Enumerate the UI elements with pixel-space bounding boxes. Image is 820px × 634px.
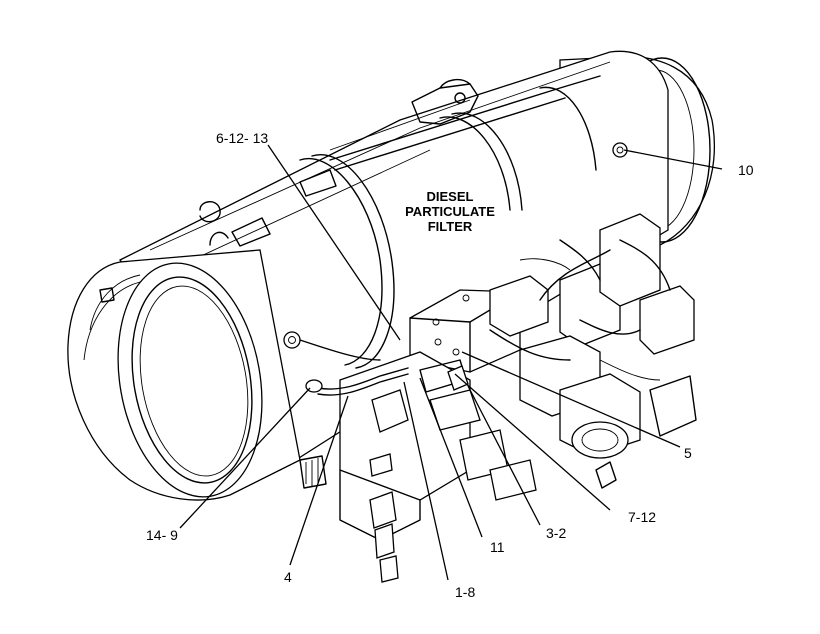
callout-10: 10 [738, 162, 754, 178]
leader-1-8 [403, 381, 449, 581]
callout-11: 11 [490, 539, 505, 555]
callout-4: 4 [284, 569, 292, 585]
callout-5: 5 [684, 445, 692, 461]
title-line-1: DIESEL [427, 189, 474, 204]
leader-11 [419, 377, 483, 538]
leader-3-2 [467, 385, 541, 526]
callout-7-12: 7-12 [628, 509, 656, 525]
top-bracket [231, 78, 479, 247]
callout-3-2: 3-2 [546, 525, 566, 541]
title-line-3: FILTER [428, 219, 473, 234]
leader-5 [461, 351, 681, 448]
leader-14-9 [179, 387, 311, 529]
leader-10 [623, 149, 723, 170]
sensor-boss-front [283, 331, 301, 349]
sensor-module-cluster [409, 213, 697, 489]
lower-bracket-assembly [299, 351, 537, 583]
callout-labels: 6-12- 13 10 5 7-12 3-2 11 1-8 4 14- 9 [146, 130, 754, 600]
leader-lines [179, 144, 723, 581]
callout-6-12-13: 6-12- 13 [216, 130, 268, 146]
callout-14-9: 14- 9 [146, 527, 178, 543]
pressure-tubes [299, 339, 409, 396]
diagram-title: DIESEL PARTICULATE FILTER [405, 189, 495, 234]
inlet-end [67, 201, 301, 501]
leader-6-12-13 [267, 144, 401, 341]
leader-7-12 [454, 373, 611, 511]
leader-4 [289, 395, 349, 566]
callout-1-8: 1-8 [455, 584, 475, 600]
title-line-2: PARTICULATE [405, 204, 495, 219]
